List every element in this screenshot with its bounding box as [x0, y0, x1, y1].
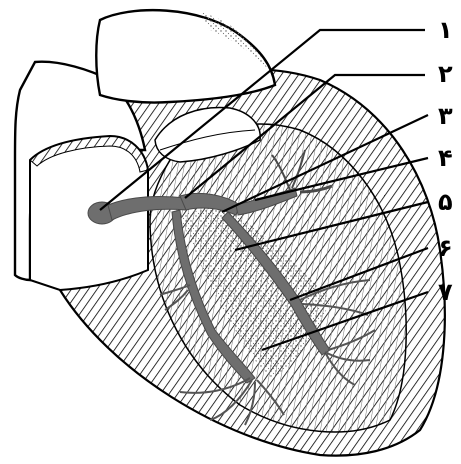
label-5: ۵ [438, 188, 453, 216]
label-1: ۱ [438, 16, 453, 44]
label-2: ۲ [438, 60, 453, 88]
label-6: ۶ [438, 234, 453, 262]
label-4: ۴ [438, 144, 453, 172]
label-7: ۷ [438, 278, 453, 306]
label-3: ۳ [438, 102, 453, 130]
